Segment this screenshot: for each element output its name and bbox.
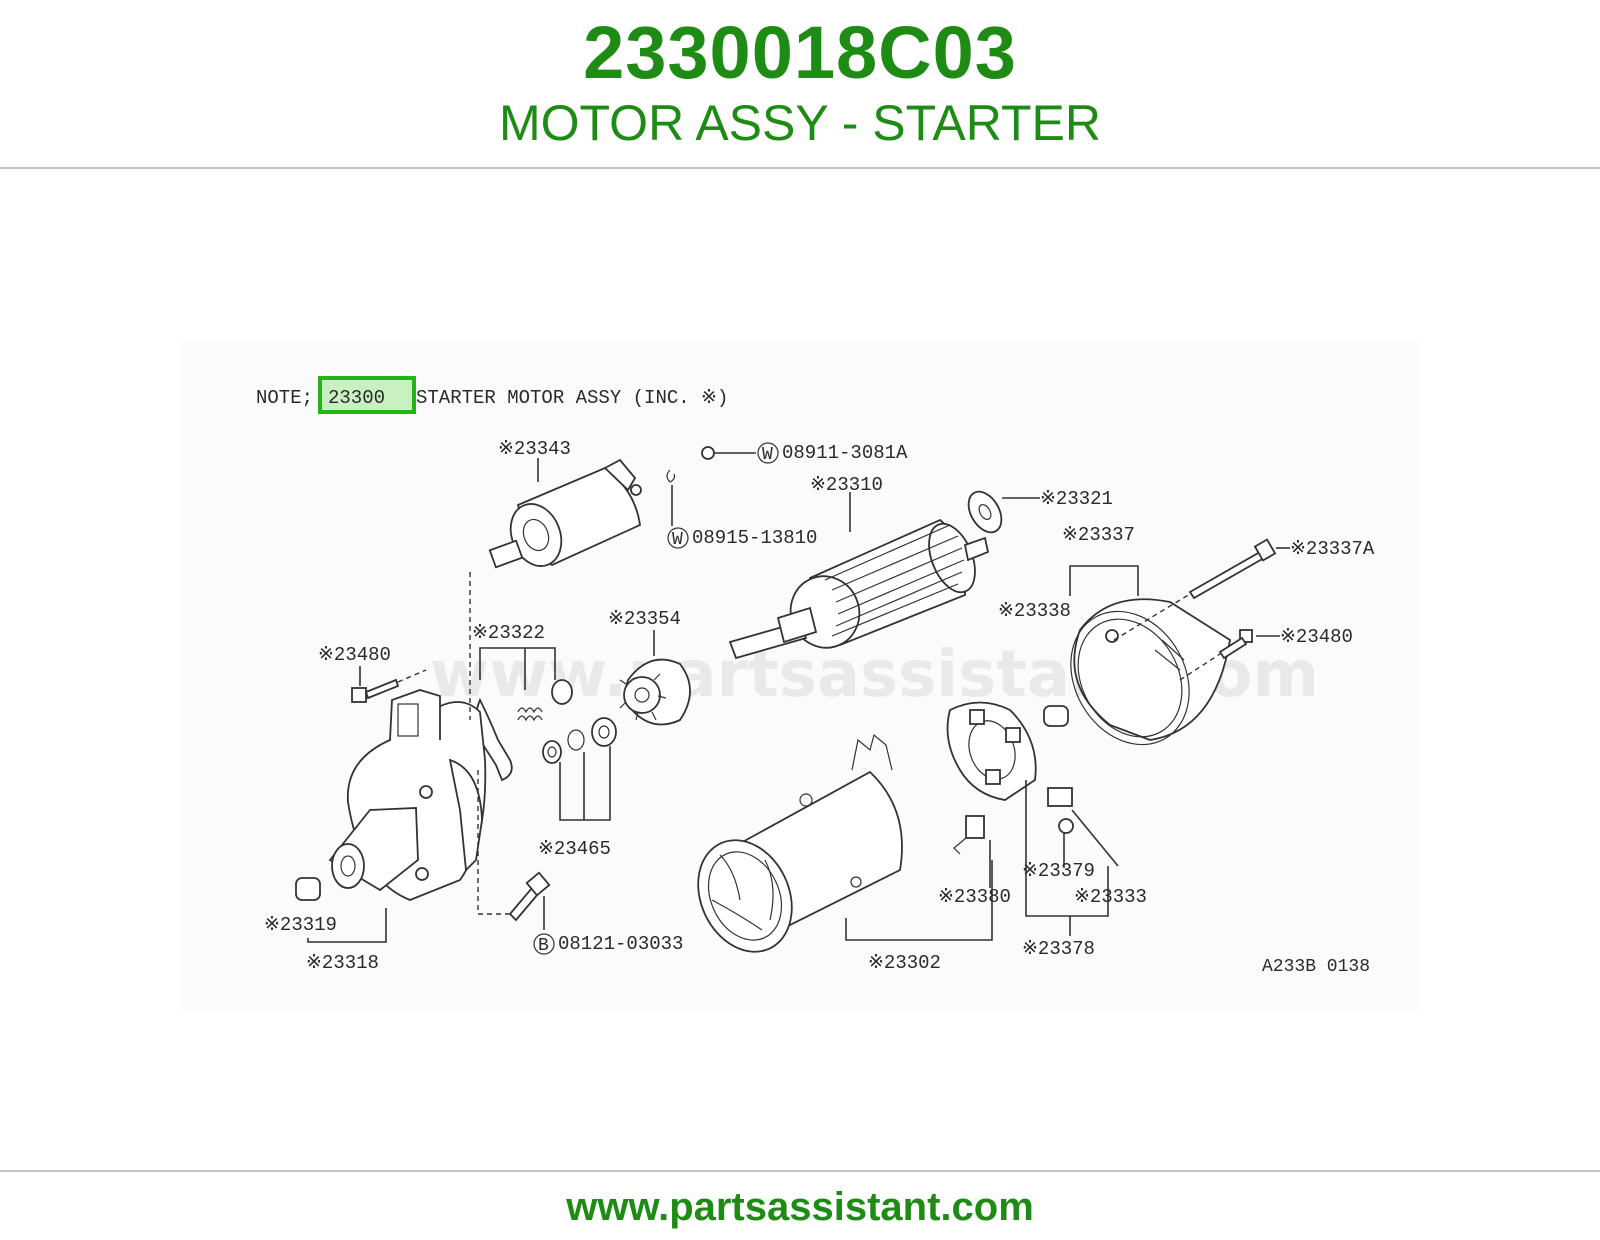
label-23465[interactable]: ※23465 (538, 838, 611, 860)
label-23379[interactable]: ※23379 (1022, 860, 1095, 882)
page-header: 2330018C03 MOTOR ASSY - STARTER (0, 0, 1600, 168)
rear-cover-part[interactable] (1047, 590, 1231, 766)
w-prefix-08915: W (672, 530, 683, 550)
armature-part[interactable] (728, 517, 990, 660)
housing-screw-path (397, 669, 427, 683)
housing-screw-left-part[interactable] (351, 678, 400, 703)
leader-23302 (845, 860, 993, 941)
thrust-washer-part[interactable] (962, 486, 1008, 538)
b-prefix-08121: B (538, 936, 549, 956)
leader-23337 (1069, 565, 1139, 596)
part-number-title: 2330018C03 (583, 11, 1017, 94)
label-23338[interactable]: ※23338 (998, 600, 1071, 622)
drawing-code: A233B 0138 (1262, 957, 1370, 977)
label-23354[interactable]: ※23354 (608, 608, 681, 630)
note-prefix: NOTE; (256, 387, 313, 409)
front-bushing-part[interactable] (295, 877, 321, 901)
cover-screw-right-part[interactable] (1218, 629, 1253, 660)
leader-23465 (559, 746, 611, 821)
label-08911-3081A[interactable]: 08911-3081A (782, 442, 908, 464)
label-23337[interactable]: ※23337 (1062, 524, 1135, 546)
snap-ring-part[interactable] (567, 729, 585, 751)
part-name-subtitle: MOTOR ASSY - STARTER (499, 95, 1101, 151)
b-circle-08121 (533, 933, 555, 955)
label-23318[interactable]: ※23318 (306, 952, 379, 974)
note-text: STARTER MOTOR ASSY (INC. ※) (416, 387, 728, 409)
label-23343[interactable]: ※23343 (498, 438, 571, 460)
through-bolt-part[interactable] (1188, 538, 1277, 600)
gear-case-part[interactable] (328, 689, 487, 901)
label-23378[interactable]: ※23378 (1022, 938, 1095, 960)
leader-23322 (479, 647, 556, 690)
brush-spring-part[interactable] (1047, 787, 1074, 834)
label-23310[interactable]: ※23310 (810, 474, 883, 496)
stop-ring-part[interactable] (542, 740, 562, 764)
header-divider (0, 167, 1600, 169)
label-23322[interactable]: ※23322 (472, 622, 545, 644)
bolt-alignment-dashed (477, 770, 510, 915)
label-23480-left[interactable]: ※23480 (318, 644, 391, 666)
footer-website-link[interactable]: www.partsassistant.com (566, 1185, 1034, 1229)
yoke-part[interactable] (681, 733, 903, 967)
label-08121-03033[interactable]: 08121-03033 (558, 933, 683, 955)
label-23319[interactable]: ※23319 (264, 914, 337, 936)
leader-23318 (307, 908, 387, 943)
leader-23378 (1025, 780, 1119, 917)
nut-part[interactable] (701, 446, 715, 460)
plunger-cap-part[interactable] (551, 679, 573, 705)
brush-part[interactable] (953, 815, 985, 855)
w-circle-08911 (757, 442, 779, 464)
pinion-collar-part[interactable] (591, 717, 617, 747)
label-08915-13810[interactable]: 08915-13810 (692, 527, 817, 549)
pinion-gear-part[interactable] (619, 658, 691, 726)
e-ring-part[interactable] (666, 469, 676, 483)
w-circle-08915 (667, 527, 689, 549)
label-23337A[interactable]: ※23337A (1290, 538, 1375, 560)
mounting-bolt-part[interactable] (508, 871, 551, 922)
label-23302[interactable]: ※23302 (868, 952, 941, 974)
solenoid-part[interactable] (488, 458, 642, 574)
label-23321[interactable]: ※23321 (1040, 488, 1113, 510)
screw-path-dashed (1179, 653, 1221, 681)
label-23333[interactable]: ※23333 (1074, 886, 1147, 908)
label-23480-right[interactable]: ※23480 (1280, 626, 1353, 648)
w-prefix-08911: W (762, 445, 773, 465)
bolt-path-dashed (1113, 593, 1191, 641)
footer-divider (0, 1170, 1600, 1172)
rear-bushing-part[interactable] (1043, 705, 1069, 727)
parts-diagram: www.partsassistant.com NOTE; 23300 START… (180, 340, 1420, 1012)
brush-holder-part[interactable] (946, 701, 1037, 801)
highlighted-part-box[interactable] (318, 376, 416, 414)
exploded-view-drawing: www.partsassistant.com NOTE; 23300 START… (256, 376, 1375, 977)
spring-part[interactable] (517, 707, 543, 722)
note-highlighted-code[interactable]: 23300 (328, 387, 385, 409)
label-23380[interactable]: ※23380 (938, 886, 1011, 908)
